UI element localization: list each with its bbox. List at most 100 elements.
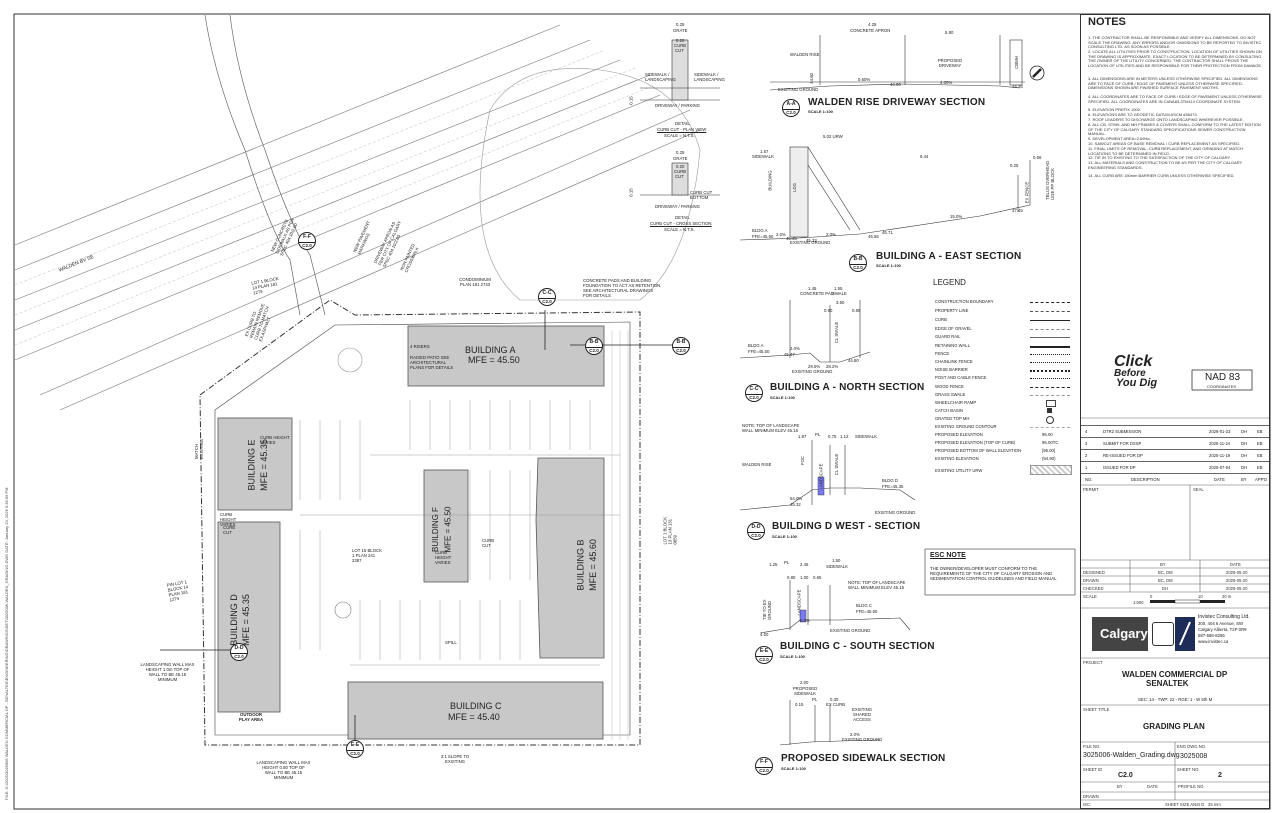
curb-plan-lbl2: CURB CUT - PLAN VIEW [657, 127, 707, 132]
project-client: SENALTEK [1146, 679, 1189, 688]
legend-retaining-wall: RETAINING WALL [935, 343, 970, 348]
ee-lbl-ground: EXISTING GROUND [830, 628, 871, 633]
cc-slope-1: 2.0% [790, 346, 800, 351]
bb-elev-4: 45.71 [882, 230, 893, 235]
cc-slope-2: 29.5% [808, 364, 821, 369]
plan-note-condo: CONDOMINIUM PLAN 181 2743 [459, 277, 491, 287]
drawn-footer: DRAWN [1083, 794, 1099, 799]
legend-sym-wall [1030, 346, 1070, 349]
curb-cross-drive: DRIVEWAY / PARKING [655, 204, 700, 209]
curb-plan-drive: DRIVEWAY / PARKING [655, 103, 700, 108]
legend-sample-1: 95.00 [1042, 432, 1053, 437]
scale-label: SCALE [1083, 594, 1097, 599]
note-7: 7. ROOF LEADERS TO DISCHARGE ONTO LANDSC… [1088, 117, 1244, 122]
dd-lbl-walden: WALDEN RISE [742, 462, 772, 467]
bb-lbl-bldg: BLDG A [752, 228, 768, 233]
bb-dim-3: 0.25 [1010, 163, 1019, 168]
legend-sym-property [1030, 311, 1070, 313]
ee-dim-5: 1.00 [800, 575, 809, 580]
plan-note-retention: CONCRETE PADS AND BUILDING FOUNDATION TO… [583, 278, 662, 298]
by-header: BY [1160, 562, 1166, 567]
legend-title: LEGEND [933, 278, 966, 287]
section-ee-title: BUILDING C - SOUTH SECTION [780, 641, 935, 652]
drawn-by: BC, DM [1158, 578, 1173, 583]
aa-dim-1: 4.25 [868, 22, 877, 27]
aa-elev-2: 44.66 [890, 82, 901, 87]
dd-note: NOTE: TOP OF LANDSCAPE WALL MINIMUM ELEV… [742, 423, 800, 433]
bb-slope-2: 2.0% [826, 232, 836, 237]
road-lines [14, 24, 701, 411]
section-dd-scale: SCALE 1:100 [772, 534, 797, 539]
curb-cross-cut: CUT [675, 174, 684, 179]
legend-sym-fence [1030, 354, 1070, 356]
catch-basin-icon [1047, 408, 1052, 413]
bb-lbl-ffe: FFE=45.50 [752, 234, 774, 239]
eng-dwg-label: ENG DWG NO. [1177, 744, 1207, 749]
note-4: 4. ALL COORDINATES ARE TO FACE OF CURB /… [1088, 94, 1262, 104]
note-5: 5. ELEVATION PREFIX 1000. [1088, 107, 1141, 112]
ee-lbl-sidewalk: SIDEWALK [826, 564, 849, 569]
cc-elev-1: 45.47 [784, 352, 795, 357]
date-header: DATE [1230, 562, 1241, 567]
cc-dim-2: 1.55 [834, 286, 843, 291]
building-c-footprint [347, 681, 604, 740]
revision-row-2: 2 RE-ISSUED FOR DP 2025-11-19 DH EB [1081, 449, 1269, 462]
bb-lbl-building: BUILDING [767, 170, 773, 191]
landscape-wall-marker-d [817, 476, 825, 496]
firm-name: Invistec Consulting Ltd. [1198, 614, 1250, 620]
plan-note-risers: 4 RISERS [410, 344, 430, 349]
cc-dim-4: 0.85 [852, 308, 861, 313]
legend-sym-swale [1030, 395, 1070, 397]
legend-sample-3: [95.00] [1042, 448, 1056, 453]
legend-post-cable: POST AND CABLE FENCE [935, 375, 987, 380]
dd-elev: 45.32 [790, 502, 801, 507]
building-a-footprint [407, 325, 605, 387]
ff-dim-1: 2.00 [800, 680, 809, 685]
project-label: PROJECT [1083, 660, 1103, 665]
plan-note-curb-height-1: CURB HEIGHT VARIES [260, 435, 290, 445]
section-ee-scale: SCALE 1:100 [780, 654, 805, 659]
note-9: 9. DEVELOPMENT AREA=2.69Ha. [1088, 136, 1151, 141]
legend-sample-4: (94.90) [1042, 456, 1056, 461]
bb-dim-2: 9.44 [920, 154, 929, 159]
aa-elev-3: 44.26 [1012, 84, 1023, 89]
designed-label: DESIGNED [1083, 570, 1105, 575]
bb-slope-3: 15.0% [950, 214, 963, 219]
bb-elev-3: 45.56 [868, 234, 879, 239]
sheet-no: 2 [1218, 772, 1222, 779]
note-3: 3. ALL DIMENSIONS ARE IN METERS UNLESS O… [1088, 76, 1258, 91]
legend-property-line: PROPERTY LINE [935, 308, 969, 313]
legend-sym-urw [1030, 465, 1072, 475]
cc-dim-1: 1.45 [808, 286, 817, 291]
ff-lbl-ground: EXISTING GROUND [842, 737, 883, 742]
cc-elev-2: 44.80 [848, 358, 859, 363]
curb-plan-cut: CUT [675, 48, 684, 53]
firm-addr2: Calgary Alberta, T2P 0R9 [1198, 627, 1247, 632]
building-d-mfe: MFE = 45.35 [240, 594, 251, 646]
ee-slope: 6.0% [800, 618, 810, 623]
nad-label: NAD 83 [1205, 372, 1241, 383]
curb-cross-w2: 0.20 [676, 164, 685, 169]
designed-by: BC, DM [1158, 570, 1173, 575]
plan-note-lot15: LOT 15 BLOCK 1 PLAN 241 2387 [352, 548, 383, 563]
legend-ground-contour: EXISTING GROUND CONTOUR [935, 424, 997, 429]
revision-row-3: 3 SUBMIT FOR DSSP 2025-11-24 DH EB [1081, 437, 1269, 450]
legend-sym-guard [1030, 337, 1070, 339]
eng-dwg: 3025008 [1180, 753, 1208, 760]
note-13: 13. ALL MATERIALS AND CONSTRUCTION TO BE… [1088, 160, 1243, 170]
section-aa-title: WALDEN RISE DRIVEWAY SECTION [808, 97, 986, 108]
dd-lbl-pl: PL [815, 432, 821, 437]
invistec-logo-icon [1177, 620, 1193, 648]
building-f-name: BUILDING F [430, 507, 440, 552]
ff-slope: 2.0% [850, 732, 860, 737]
bb-dim-1: 1.67 [760, 149, 769, 154]
curb-cross-lbl2: CURB CUT - CROSS SECTION [650, 221, 712, 226]
